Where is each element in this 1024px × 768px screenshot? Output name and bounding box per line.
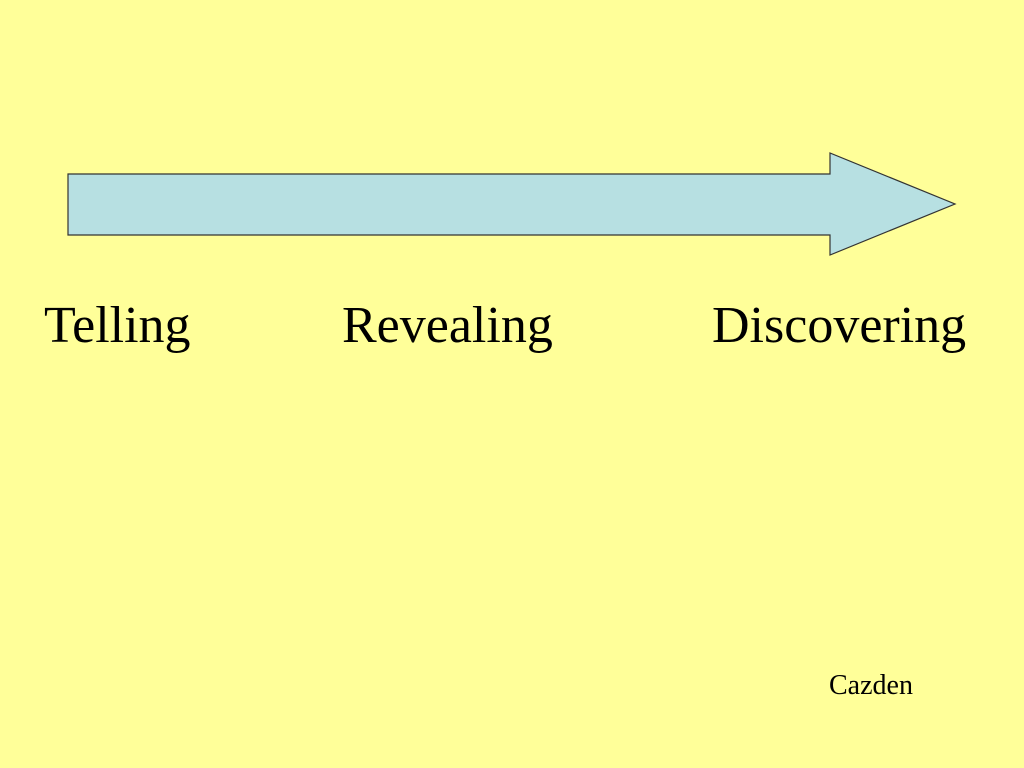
stage-label-discovering: Discovering bbox=[712, 297, 967, 354]
attribution-credit: Cazden bbox=[829, 670, 913, 701]
stage-label-revealing: Revealing bbox=[342, 297, 553, 354]
stage-label-telling: Telling bbox=[44, 297, 191, 354]
arrow-shape bbox=[67, 152, 957, 256]
